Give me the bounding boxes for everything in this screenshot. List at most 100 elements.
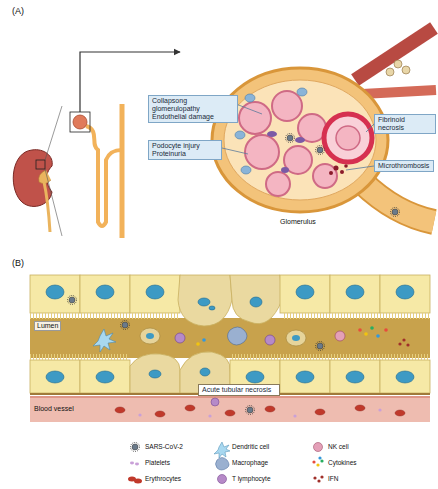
tubule-illustration — [96, 285, 114, 299]
tubule-illustration — [96, 371, 114, 383]
tubule-illustration — [355, 405, 365, 411]
cytokine-dots — [364, 332, 368, 336]
callout-box: Acute tubular necrosis — [198, 384, 280, 396]
tubule-illustration — [30, 360, 80, 393]
tubule-illustration — [315, 409, 325, 415]
virus-particle — [316, 342, 325, 351]
tubule-illustration — [46, 285, 414, 383]
tubule-illustration — [30, 313, 178, 319]
kidney-illustration — [45, 169, 62, 236]
immune-cell — [175, 333, 185, 343]
glomerulus-illustration — [386, 68, 394, 76]
tubule-illustration — [246, 371, 264, 383]
legend-icon — [130, 462, 134, 465]
glomerulus-illustration — [313, 164, 337, 188]
glomerulus-illustration — [329, 171, 333, 175]
tubule-illustration — [138, 413, 141, 416]
tubule-illustration — [130, 354, 180, 393]
legend-icon — [132, 444, 138, 450]
tubule-illustration — [265, 406, 275, 412]
glomerulus-illustration — [362, 90, 436, 94]
legend-text: Macrophage — [232, 459, 268, 467]
legend-icon — [135, 463, 139, 466]
immune-cell — [93, 329, 116, 352]
cytokine-dots — [196, 342, 200, 346]
leader-line — [346, 166, 374, 170]
legend-icon — [317, 479, 320, 482]
glomerulus-illustration — [235, 131, 245, 139]
tubule-illustration — [155, 411, 165, 417]
detached-cell — [140, 328, 306, 346]
legend-icon — [216, 458, 230, 471]
cytokine-dots — [398, 342, 401, 345]
tubule-illustration — [346, 371, 364, 383]
glomerulus-illustration — [212, 28, 436, 222]
tubule-illustration — [230, 275, 282, 324]
cytokine-dots — [202, 338, 206, 342]
legend-icon — [214, 442, 230, 458]
tubule-illustration — [232, 354, 430, 360]
glomerulus-illustration — [391, 208, 400, 217]
legend-icon — [320, 459, 323, 462]
tubule-illustration — [293, 414, 296, 417]
tubule-illustration — [346, 285, 364, 299]
glomerulus-illustration — [324, 114, 372, 162]
kidney-illustration — [39, 170, 51, 184]
glomerulus-illustration — [316, 146, 325, 155]
virus-particle — [317, 343, 323, 349]
glomerulus-illustration — [245, 94, 255, 102]
legend-text: IFN — [328, 475, 338, 483]
glomerulus-illustration — [272, 91, 302, 121]
legend-icon — [134, 479, 142, 484]
callout-box: Collapsong glomerulopathy Endothelial da… — [148, 95, 238, 123]
detached-cell — [146, 333, 154, 339]
tubule-illustration — [296, 285, 314, 299]
tubule-illustration — [46, 285, 64, 299]
glomerulus-illustration — [344, 164, 348, 168]
virus-particle — [246, 406, 255, 415]
callout-box: Fibrinoid necrosis — [374, 114, 436, 134]
kidney-illustration — [45, 106, 62, 160]
tubule-illustration — [149, 370, 161, 378]
tubule-illustration — [395, 410, 405, 416]
immune-cell — [228, 327, 248, 345]
legend-icon — [312, 460, 315, 463]
glomerulus-illustration — [281, 167, 289, 173]
legend-text: SARS-CoV-2 — [145, 443, 183, 451]
tubule-illustration — [284, 313, 430, 319]
callout-text: Fibrinoid necrosis — [378, 116, 432, 132]
glomerulus-illustration — [287, 135, 293, 141]
leader-line — [236, 104, 262, 114]
legend-icon — [128, 442, 324, 484]
legend-text: NK cell — [328, 443, 349, 451]
tubule-illustration — [30, 275, 80, 313]
tubule-illustration — [396, 285, 414, 299]
glomerulus-illustration — [402, 66, 410, 74]
glomerulus-illustration — [336, 126, 360, 150]
cytokine-dots — [196, 326, 409, 346]
leader-line — [222, 148, 248, 154]
tubule-illustration — [330, 360, 380, 393]
cytokine-dots — [376, 334, 380, 338]
legend-icon — [318, 456, 321, 459]
cytokine-dots — [406, 343, 409, 346]
kidney-illustration — [44, 182, 50, 232]
tubule-illustration — [280, 275, 330, 313]
legend-icon — [313, 476, 316, 479]
virus-particle — [68, 296, 325, 415]
nephron-illustration — [70, 112, 90, 132]
glomerulus-illustration — [362, 182, 434, 222]
glomerulus-illustration — [394, 60, 402, 68]
tubule-illustration — [378, 408, 381, 411]
leader-line — [366, 124, 374, 132]
tubule-illustration — [138, 408, 381, 417]
callout-box: Podocyte injury Proteinuria — [148, 140, 222, 160]
cytokine-dots — [384, 328, 388, 332]
glomerulus-illustration — [340, 170, 344, 174]
tubule-illustration — [46, 371, 64, 383]
legend-icon — [131, 443, 140, 452]
glomerulus-illustration — [286, 134, 295, 143]
tubule-illustration — [130, 275, 180, 313]
tubule-illustration — [396, 371, 414, 383]
